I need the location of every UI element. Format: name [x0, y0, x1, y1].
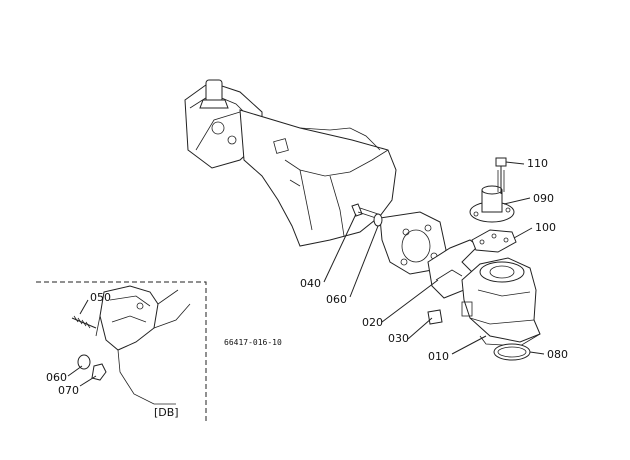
- callout-080: 080: [547, 348, 568, 361]
- bolt-040: [351, 203, 379, 219]
- callout-100: 100: [535, 221, 556, 234]
- kingpin-housing-010: [461, 257, 541, 347]
- callout-010: 010: [428, 350, 449, 363]
- leader-lines: [323, 161, 545, 355]
- callout-040: 040: [300, 277, 321, 290]
- pin-030: [427, 309, 443, 325]
- callout-020: 020: [362, 316, 383, 329]
- callout-090: 090: [533, 192, 554, 205]
- bolt-110: [495, 157, 507, 194]
- inset-callout-060: 060: [46, 371, 67, 384]
- callout-060: 060: [326, 293, 347, 306]
- washer-060: [373, 213, 383, 227]
- inset-callout-070: 070: [58, 384, 79, 397]
- callout-030: 030: [388, 332, 409, 345]
- cover-090: [469, 185, 515, 223]
- inset-label: [DB]: [154, 406, 179, 419]
- inset-db: [36, 281, 207, 424]
- callout-110: 110: [527, 157, 548, 170]
- axle-housing: [184, 79, 447, 275]
- figure-code: 66417-016-10: [224, 338, 282, 347]
- gasket-100: [471, 229, 517, 253]
- inset-callout-050: 050: [90, 291, 111, 304]
- oring-080: [493, 343, 531, 361]
